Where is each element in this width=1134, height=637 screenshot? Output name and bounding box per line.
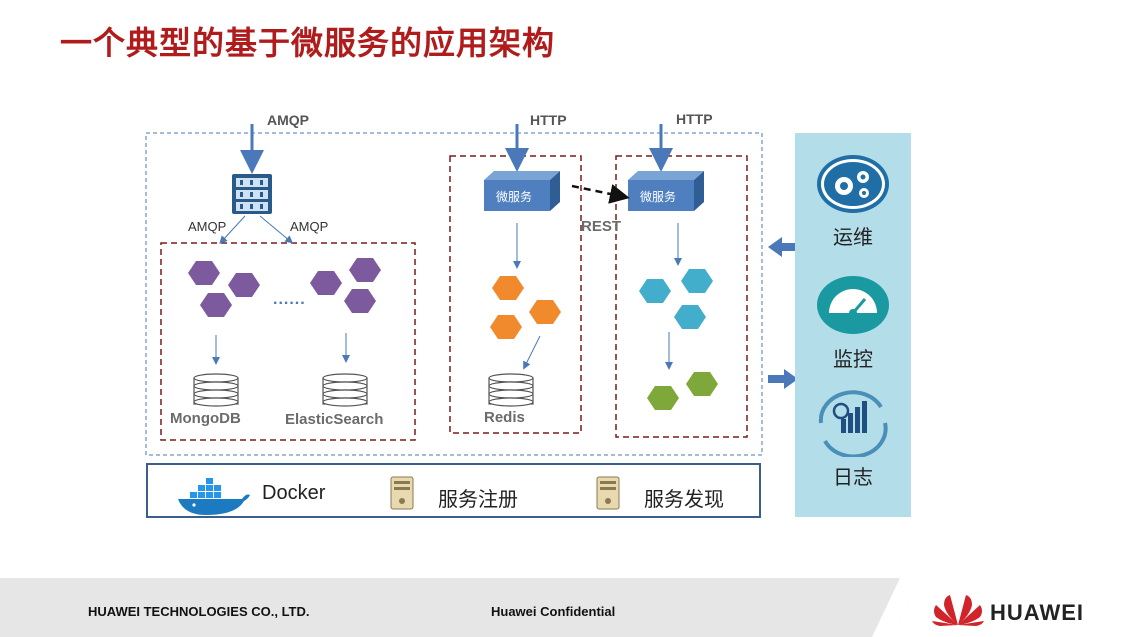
gauge-icon — [817, 276, 889, 334]
queue-consumers-group — [160, 242, 416, 441]
microservice-cube-left — [484, 171, 560, 211]
rest-label: REST — [581, 218, 622, 235]
microservice-label-left: 微服务 — [496, 190, 533, 204]
message-queue-icon — [232, 174, 272, 214]
system-boundary — [145, 132, 763, 456]
service-discovery-label: 服务发现 — [644, 487, 724, 511]
ops-panel: 运维 监控 日志 — [795, 133, 911, 517]
microservice-right-group — [615, 155, 748, 438]
amqp-input-label: AMQP — [267, 112, 309, 128]
elasticsearch-database-icon — [322, 373, 368, 407]
ellipsis-dots: ...... — [273, 291, 306, 308]
redis-label: Redis — [484, 409, 525, 426]
docker-whale-icon — [178, 478, 250, 515]
http-input-label-left: HTTP — [530, 112, 567, 128]
company-name: HUAWEI TECHNOLOGIES CO., LTD. — [88, 604, 310, 619]
ops-to-system-arrow — [768, 237, 798, 257]
logging-label: 日志 — [833, 465, 873, 489]
operations-label: 运维 — [833, 225, 873, 249]
http-input-label-right: HTTP — [676, 111, 713, 127]
purple-service-cluster-2 — [310, 258, 381, 313]
discovery-server-icon — [596, 476, 620, 510]
system-to-ops-arrow — [768, 369, 798, 389]
mongodb-label: MongoDB — [170, 410, 241, 427]
page-title: 一个典型的基于微服务的应用架构 — [60, 24, 556, 62]
amqp-channel-label-left: AMQP — [188, 219, 227, 234]
service-registry-label: 服务注册 — [438, 487, 518, 511]
teal-service-cluster — [639, 269, 713, 329]
huawei-logo-icon — [932, 595, 984, 626]
registry-server-icon — [390, 476, 414, 510]
orange-service-cluster — [490, 276, 561, 339]
redis-database-icon — [488, 373, 534, 407]
huawei-brand-text: HUAWEI — [990, 600, 1084, 625]
microservice-cube-right — [628, 171, 704, 211]
purple-service-cluster-1 — [188, 261, 260, 317]
gears-icon — [817, 155, 889, 213]
monitoring-label: 监控 — [833, 347, 873, 371]
docker-label: Docker — [262, 482, 326, 504]
green-service-cluster — [647, 372, 718, 410]
elasticsearch-label: ElasticSearch — [285, 411, 384, 428]
amqp-channel-label-right: AMQP — [290, 219, 329, 234]
log-analytics-icon — [818, 390, 888, 457]
mongodb-database-icon — [193, 373, 239, 407]
microservice-label-right: 微服务 — [640, 190, 677, 204]
confidential-label: Huawei Confidential — [491, 604, 616, 619]
platform-bar: Docker 服务注册 服务发现 — [146, 463, 761, 518]
